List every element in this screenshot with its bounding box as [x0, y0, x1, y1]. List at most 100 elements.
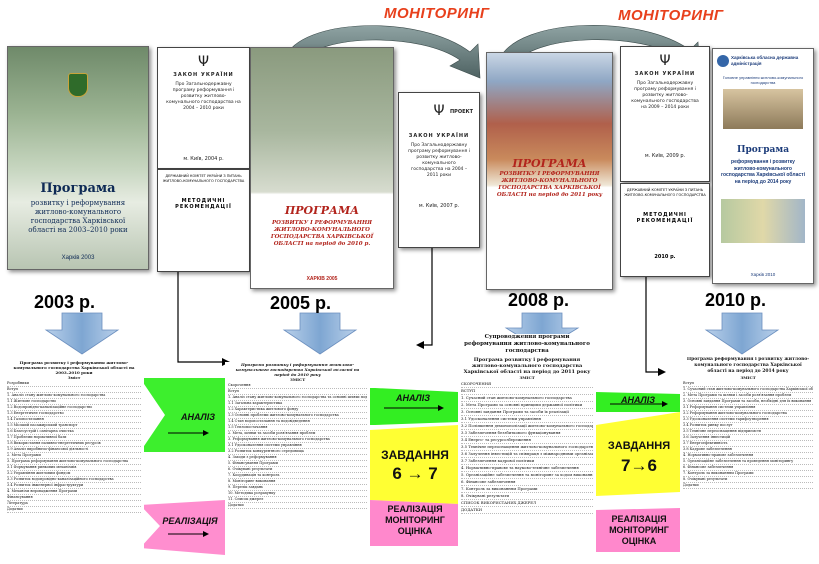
toc-entry: 3.2 Реформування житлово-комунального го… — [683, 411, 813, 417]
toc-entry: 3.1 Реформування системи управління — [683, 405, 813, 411]
toc-entry: 1.3 Енергетичне господарство — [7, 411, 141, 417]
year-2010: 2010 р. — [705, 290, 767, 310]
toc-entry: 3.1 Формування ринкових механізмів — [7, 465, 141, 471]
toc-entry: 1.4 Стан водопостачання та водовідведенн… — [228, 419, 367, 425]
cover-2008-subtitle: РОЗВИТКУ І РЕФОРМУВАННЯ ЖИТЛОВО-КОМУНАЛЬ… — [496, 171, 603, 198]
toc-entry: 3.4 Розвиток інженерної інфраструктури — [7, 483, 141, 489]
method-2005: ДЕРЖАВНИЙ КОМІТЕТ УКРАЇНИ З ПИТАНЬ ЖИТЛО… — [157, 169, 250, 272]
toc-entry: ДОДАТКИ — [461, 507, 593, 514]
doc-2003-toc-head: Зміст — [67, 375, 81, 380]
toc-entry: 3.3 Удосконалення системи тарифоутворенн… — [683, 417, 813, 423]
toc-entry: 1. Сучасний стан житлово-комунального го… — [461, 395, 593, 402]
toc-entry: 9. Перелік завдань — [228, 485, 367, 491]
toc-entry: СПИСОК ВИКОРИСТАНИХ ДЖЕРЕЛ — [461, 500, 593, 507]
method-2009-title: МЕТОДИЧНІ РЕКОМЕНДАЦІЇ — [636, 212, 694, 224]
toc-entry: 1. Сучасний стан житлово-комунального го… — [683, 387, 813, 393]
zavd-band-2 — [370, 425, 458, 504]
cover-2005: ПРОГРАМА РОЗВИТКУ І РЕФОРМУВАННЯ ЖИТЛОВО… — [250, 47, 394, 289]
toc-entry: 2. Мета Програми за основні принципи дер… — [461, 402, 593, 409]
toc-entry: 3.7 Енергоефективність — [683, 441, 813, 447]
label-zavd-2-num: 6 → 7 — [392, 464, 438, 483]
real-band-2 — [370, 500, 458, 546]
toc-entry: 8. Моніторинг виконання — [228, 479, 367, 485]
toc-entry: 7. Контроль за виконанням Програми — [683, 471, 813, 477]
toc-entry: СКОРОЧЕННЯ — [461, 381, 593, 388]
toc-entry: 1.7 Проблеми нормативної бази — [7, 435, 141, 441]
doc-2005-toc-head: ЗМІСТ — [289, 377, 306, 382]
cover-2003-subtitle: розвитку і реформування житлово-комуналь… — [28, 199, 128, 234]
label-zavd-3-num: 7→6 — [621, 456, 657, 475]
toc-entry: Скорочення — [228, 383, 367, 389]
toc-entry: 2. Мета, шляхи та засоби розв'язання про… — [228, 431, 367, 437]
toc-entry: 3. Програма реформування житлово-комунал… — [7, 459, 141, 465]
label-zavd-2: ЗАВДАННЯ — [381, 448, 449, 462]
label-real-2b: МОНІТОРИНГ — [385, 515, 445, 525]
trident-icon: Ψ — [433, 103, 445, 119]
connector-law2007 — [422, 246, 433, 346]
doc-2010: Програма реформування і розвитку житлово… — [680, 357, 816, 557]
toc-entry: 3.6 Залучення інвестицій та співпраця з … — [461, 451, 593, 458]
year-2008: 2008 р. — [508, 290, 570, 310]
method-2009: ДЕРЖАВНИЙ КОМІТЕТ УКРАЇНИ З ПИТАНЬ ЖИТЛО… — [620, 183, 710, 277]
law-2007-text: Про Загальнодержавну програму реформуван… — [408, 143, 470, 178]
cover-2008: ПРОГРАМА РОЗВИТКУ І РЕФОРМУВАННЯ ЖИТЛОВО… — [486, 52, 613, 290]
toc-entry: 3.3 Розвиток водопровідно-каналізаційног… — [7, 477, 141, 483]
toc-entry: 3.4 Розвиток ринку послуг — [683, 423, 813, 429]
toc-entry: 1. Аналіз стану житлово-комунального гос… — [228, 395, 367, 401]
label-analiz-1: АНАЛІЗ — [180, 412, 216, 422]
law-2007-footer: м. Київ, 2007 р. — [418, 203, 460, 209]
toc-entry: 8. Очікувані результати — [461, 493, 593, 500]
toc-entry: 5. Організаційне забезпечення та монітор… — [461, 472, 593, 479]
cover-2010-place: Харків 2010 — [750, 272, 776, 277]
cover-2008-title: ПРОГРАМА — [512, 157, 587, 170]
law-2007-header: ЗАКОН УКРАЇНИ — [408, 133, 470, 139]
monitoring-arc-1 — [284, 25, 481, 79]
cover-2010: Харківська обласна державна адміністраці… — [712, 48, 814, 284]
toc-entry: 3.8 Кадрове забезпечення — [683, 447, 813, 453]
toc-entry: 1.2 Характеристика житлового фонду — [228, 407, 367, 413]
emblem-icon — [717, 55, 729, 67]
toc-entry: 6. Очікувані результати — [228, 467, 367, 473]
toc-entry: Додатки — [228, 503, 367, 509]
monitoring-label-2: МОНІТОРИНГ — [618, 7, 724, 24]
cover-2010-title: Програма — [736, 145, 790, 155]
toc-entry: Фінансування — [7, 495, 141, 501]
connector-law2009 — [645, 276, 660, 373]
label-analiz-3: АНАЛІЗ — [620, 395, 656, 405]
year-2005: 2005 р. — [270, 293, 332, 313]
label-real-3b: МОНІТОРИНГ — [609, 525, 669, 535]
toc-entry: Додатки — [7, 507, 141, 513]
toc-entry: 1.2 Водопровідно-каналізаційне господарс… — [7, 405, 141, 411]
label-real-3c: ОЦІНКА — [621, 536, 657, 546]
toc-entry: 3. Реформування житлово-комунального гос… — [228, 437, 367, 443]
toc-entry: 10. Методика розрахунку — [228, 491, 367, 497]
law-2007: ПРОЕКТ Ψ ЗАКОН УКРАЇНИ Про Загальнодержа… — [398, 92, 480, 248]
toc-entry: 3.7 Забезпечення кадрової політики — [461, 458, 593, 465]
toc-entry: 5. Організаційне забезпечення та проведе… — [683, 459, 813, 465]
cover-2005-subtitle: РОЗВИТКУ І РЕФОРМУВАННЯ ЖИТЛОВО-КОМУНАЛЬ… — [270, 220, 374, 247]
toc-entry: ВСТУП — [461, 388, 593, 395]
toc-entry: 8. Очікувані результати — [683, 477, 813, 483]
toc-entry: 1.4 Газопостачання — [7, 417, 141, 423]
law-2009-header: ЗАКОН УКРАЇНИ — [634, 71, 696, 77]
toc-entry: 3.5 Технічне переоснащення житлово-комун… — [461, 444, 593, 451]
label-realiz-1: РЕАЛІЗАЦІЯ — [162, 516, 218, 526]
toc-entry: 1.8 Використання паливно-енергетичних ре… — [7, 441, 141, 447]
doc-2005-title: Програма розвитку і реформування житлово… — [235, 362, 360, 377]
method-2005-title: МЕТОДИЧНІ РЕКОМЕНДАЦІЇ — [175, 198, 232, 210]
law-2009: Ψ ЗАКОН УКРАЇНИ Про Загальнодержавну про… — [620, 46, 710, 182]
cover-2010-subtitle: реформування і розвитку житлово-комуналь… — [721, 159, 805, 185]
trident-icon: Ψ — [197, 54, 210, 70]
method-2005-org: ДЕРЖАВНИЙ КОМІТЕТ УКРАЇНИ З ПИТАНЬ ЖИТЛО… — [162, 174, 245, 183]
toc-entry: 1.5 Теплопостачання — [228, 425, 367, 431]
toc-entry: 3.1 Удосконалення системи управління — [228, 443, 367, 449]
law-2004-footer: м. Київ, 2004 р. — [183, 156, 224, 162]
toc-entry: 4. Нормативно-правове та науково-технічн… — [461, 465, 593, 472]
trident-icon: Ψ — [659, 53, 671, 69]
toc-entry: 3.1 Удосконалення системи управління — [461, 416, 593, 423]
label-analiz-2: АНАЛІЗ — [395, 393, 431, 403]
